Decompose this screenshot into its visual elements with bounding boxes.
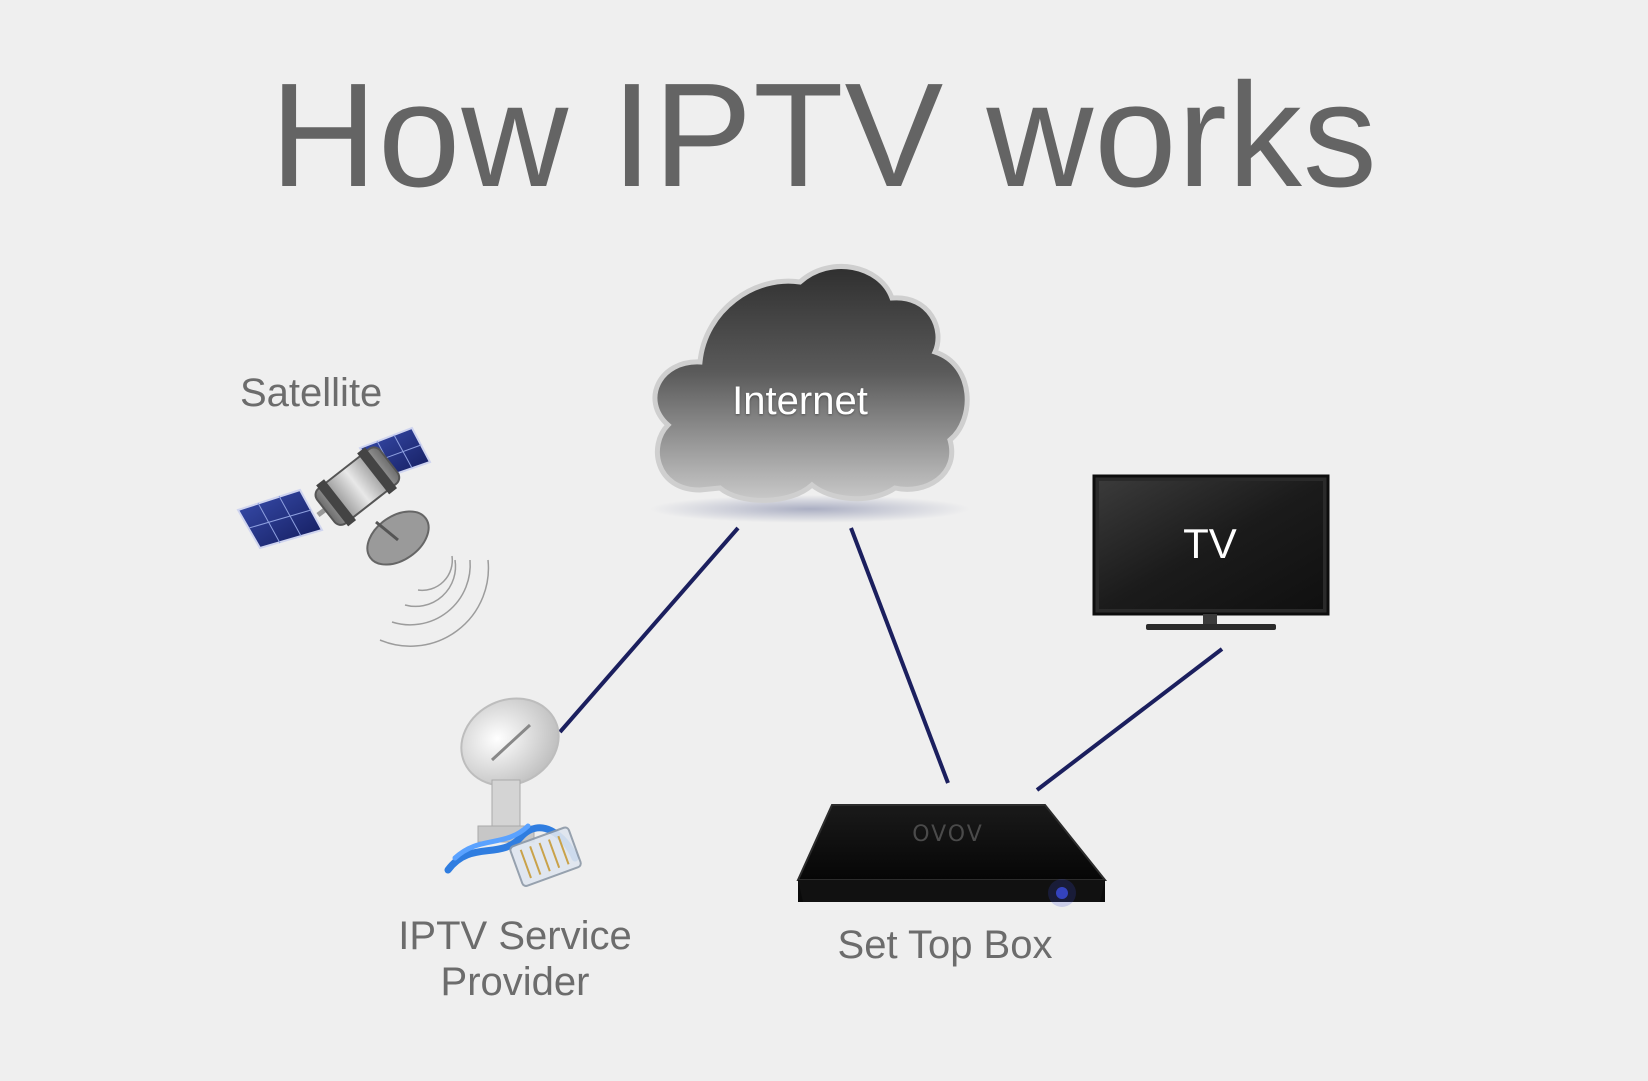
satellite-dish-icon — [444, 697, 582, 887]
connector-internet-set-top-box — [849, 527, 950, 784]
set-top-box-icon: OVOV — [796, 804, 1108, 907]
set-top-box-brand: OVOV — [912, 822, 984, 847]
provider-label-line1: IPTV Service — [398, 914, 632, 958]
internet-label: Internet — [732, 379, 868, 423]
connector-tv-set-top-box — [1035, 647, 1224, 792]
cloud-icon — [650, 264, 970, 523]
provider-label: IPTV Service Provider — [365, 913, 665, 1005]
satellite-icon — [236, 426, 490, 647]
connection-lines — [558, 526, 1224, 792]
satellite-label: Satellite — [240, 371, 383, 415]
page-title: How IPTV works — [270, 53, 1378, 218]
connector-internet-provider — [558, 526, 740, 734]
television-icon — [1092, 474, 1330, 630]
tv-label: TV — [1183, 520, 1237, 567]
set-top-box-label: Set Top Box — [837, 923, 1053, 967]
provider-label-line2: Provider — [440, 960, 590, 1004]
